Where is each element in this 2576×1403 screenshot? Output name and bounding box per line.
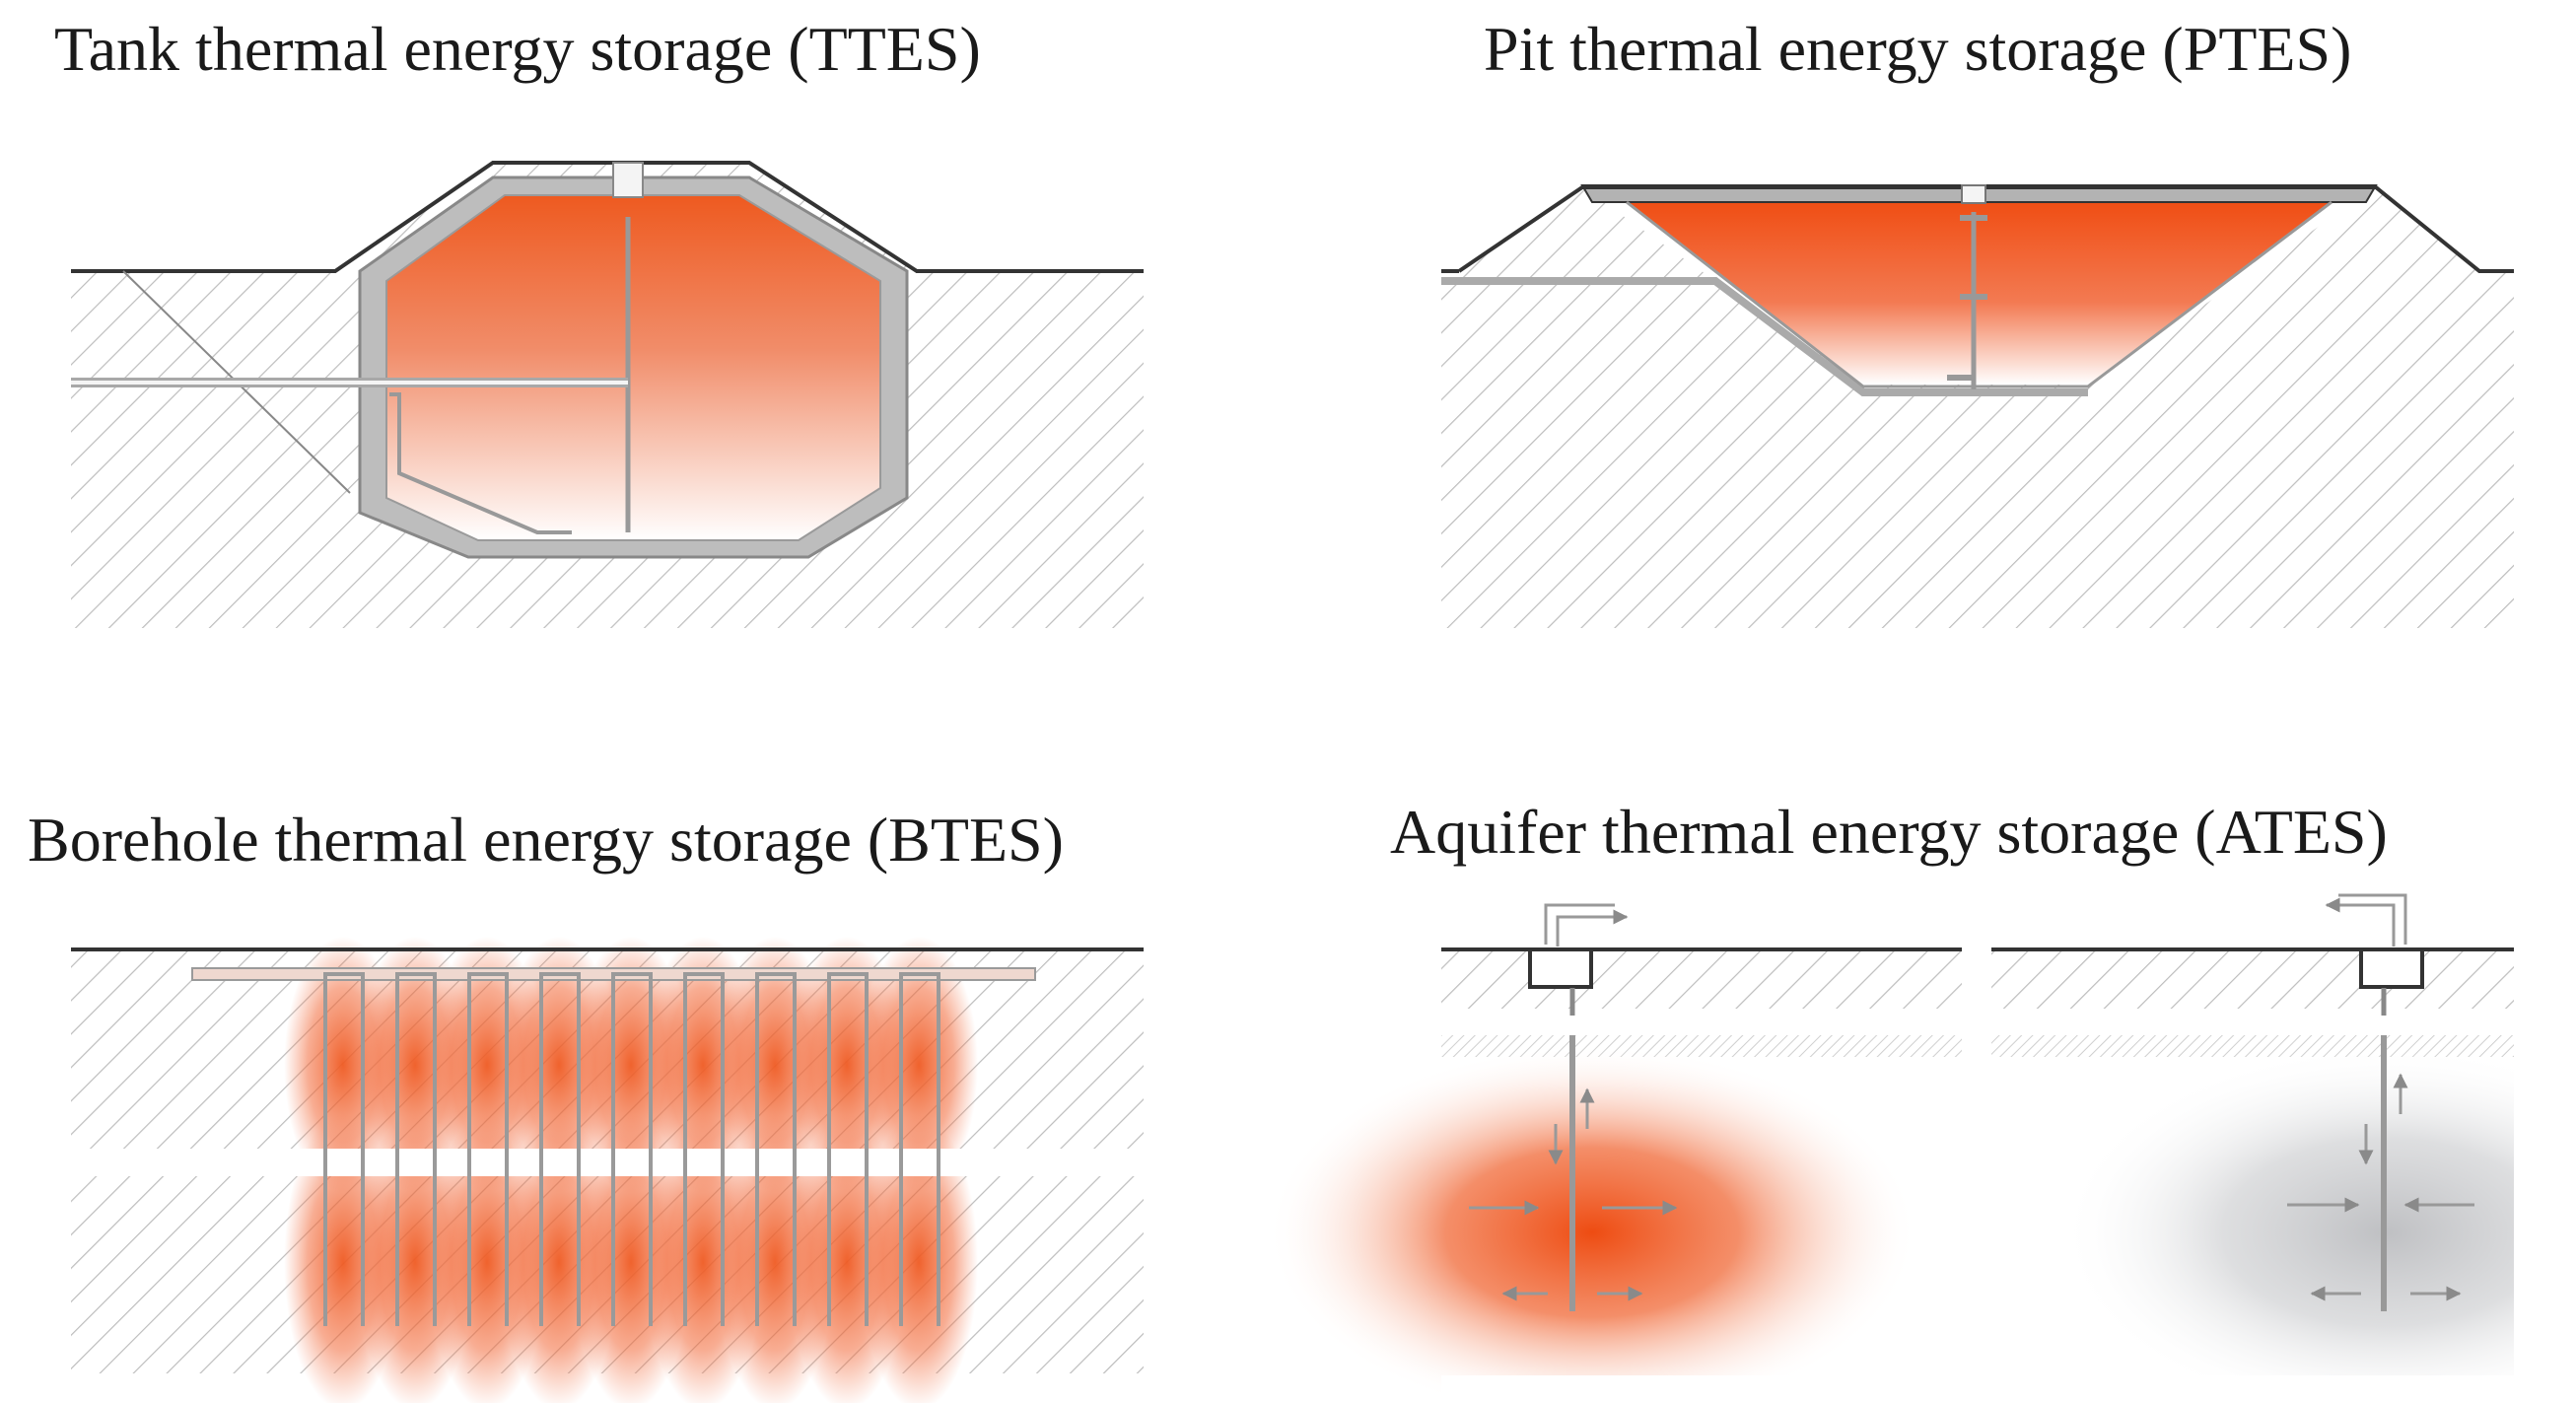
ptes-top-hatch bbox=[1961, 184, 1986, 204]
btes-borehole bbox=[539, 972, 581, 1326]
ptes-surface-line bbox=[1457, 185, 2514, 273]
btes-borehole bbox=[395, 972, 437, 1326]
ates-cold-plume bbox=[2060, 1045, 2576, 1403]
btes-title: Borehole thermal energy storage (BTES) bbox=[28, 805, 1064, 875]
btes-borehole bbox=[899, 972, 940, 1326]
btes-section-break bbox=[71, 1149, 1144, 1176]
btes-heat-zone-lower bbox=[860, 1114, 978, 1403]
btes-borehole bbox=[611, 972, 653, 1326]
ttes-diagram bbox=[71, 161, 1144, 628]
ates-warm-plume bbox=[1267, 1045, 1917, 1403]
ttes-top-hatch bbox=[612, 162, 644, 198]
btes-borehole bbox=[323, 972, 365, 1326]
btes-borehole bbox=[827, 972, 869, 1326]
ptes-title: Pit thermal energy storage (PTES) bbox=[1484, 14, 2352, 84]
btes-diagram bbox=[71, 937, 1144, 1403]
btes-heat-zone-upper bbox=[860, 937, 978, 1193]
ates-cold-flow-arrow bbox=[2325, 897, 2396, 947]
btes-heat-zones bbox=[284, 937, 978, 1403]
ates-warm-flow-arrow bbox=[1556, 909, 1629, 947]
ates-title: Aquifer thermal energy storage (ATES) bbox=[1390, 797, 2388, 867]
ates-cold-wellhead bbox=[2359, 947, 2424, 989]
btes-borehole bbox=[467, 972, 509, 1326]
ates-warm-wellhead bbox=[1528, 947, 1593, 989]
ptes-diagram bbox=[1441, 184, 2514, 628]
ttes-tank-water bbox=[385, 194, 881, 541]
ptes-liner-pipe bbox=[1441, 277, 2088, 396]
btes-boreholes bbox=[323, 972, 940, 1326]
ptes-pit-water bbox=[1627, 202, 2332, 385]
ttes-title: Tank thermal energy storage (TTES) bbox=[54, 14, 981, 84]
ttes-bottom-pipe bbox=[389, 392, 572, 534]
ates-cold-topsoil bbox=[1991, 949, 2514, 1009]
btes-borehole bbox=[755, 972, 797, 1326]
ates-diagram bbox=[1267, 893, 2576, 1403]
ates-warm-topsoil bbox=[1441, 949, 1962, 1009]
btes-borehole bbox=[683, 972, 725, 1326]
